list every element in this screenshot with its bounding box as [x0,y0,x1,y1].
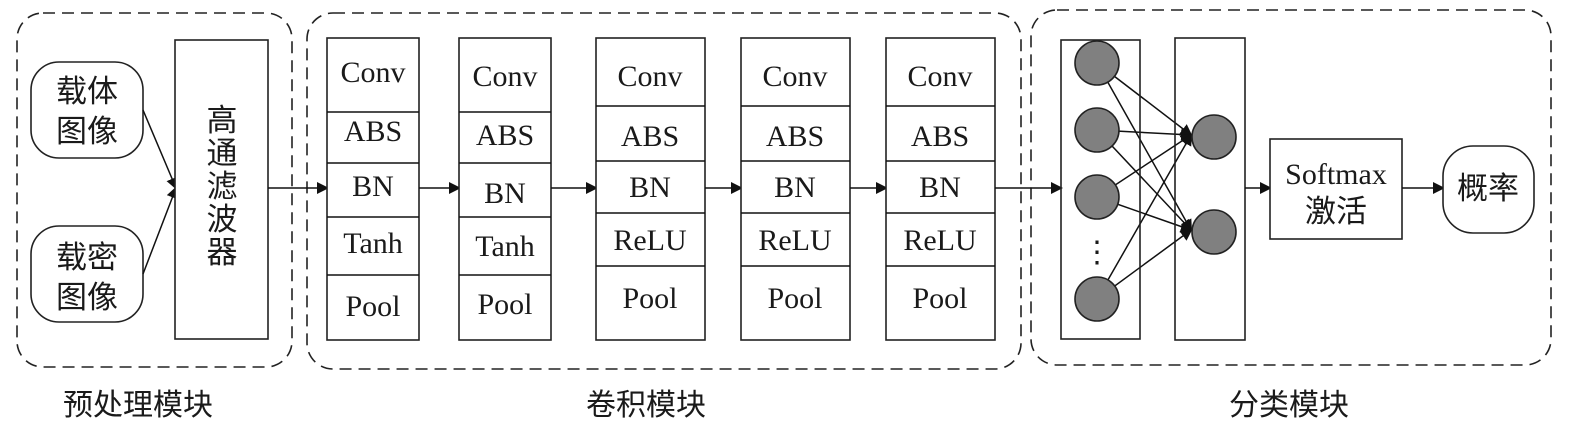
conv2-layer-conv: Conv [472,60,537,93]
filter-char-5: 器 [207,235,238,271]
input-stego-line1: 载密 [56,240,118,276]
input-cover-line2: 图像 [56,114,118,150]
conv-block-5: Conv ABS BN ReLU Pool [885,37,996,341]
input-cover-line1: 载体 [56,74,118,110]
softmax-activation-box: Softmax 激活 [1269,138,1403,240]
conv3-layer-bn: BN [629,171,671,204]
conv3-layer-abs: ABS [621,120,679,153]
conv3-layer-pool: Pool [622,282,677,315]
conv2-layer-activation: Tanh [475,230,535,263]
fc-input-neuron-3 [1074,174,1120,220]
conv3-layer-activation: ReLU [613,224,687,257]
conv4-layer-abs: ABS [766,120,824,153]
fc-input-layer: ⋮ [1060,39,1141,340]
caption-preprocess: 预处理模块 [63,388,213,423]
filter-char-1: 高 [207,103,238,139]
input-stego-image: 载密 图像 [30,225,144,323]
fc-input-neuron-2 [1074,107,1120,153]
conv-block-3: Conv ABS BN ReLU Pool [595,37,706,341]
conv5-layer-bn: BN [919,171,961,204]
probability-output: 概率 [1442,145,1535,234]
conv-block-4: Conv ABS BN ReLU Pool [740,37,851,341]
highpass-filter-box: 高 通 滤 波 器 [174,39,269,340]
activation-label: 激活 [1305,194,1367,230]
conv1-layer-abs: ABS [344,115,402,148]
filter-char-3: 滤 [207,169,238,205]
conv2-layer-bn: BN [484,177,526,210]
input-cover-image: 载体 图像 [30,61,144,159]
conv1-layer-pool: Pool [345,290,400,323]
caption-classify: 分类模块 [1229,388,1349,423]
conv4-layer-activation: ReLU [758,224,832,257]
fc-output-neuron-1 [1191,114,1237,160]
conv5-layer-pool: Pool [912,282,967,315]
filter-char-4: 波 [207,202,238,238]
probability-label: 概率 [1457,171,1519,207]
conv4-layer-bn: BN [774,171,816,204]
conv-module-frame [306,12,1022,370]
conv2-layer-abs: ABS [476,119,534,152]
fc-input-neuron-n [1074,276,1120,322]
conv-block-2: Conv ABS BN Tanh Pool [458,37,552,341]
conv5-layer-activation: ReLU [903,224,977,257]
conv3-layer-conv: Conv [617,60,682,93]
conv1-layer-bn: BN [352,170,394,203]
conv5-layer-conv: Conv [907,60,972,93]
fc-output-layer [1174,37,1246,341]
conv1-layer-conv: Conv [340,56,405,89]
arrow-cover-to-filter [142,109,178,190]
conv5-layer-abs: ABS [911,120,969,153]
fc-ellipsis: ⋮ [1082,236,1112,269]
conv4-layer-conv: Conv [762,60,827,93]
caption-conv: 卷积模块 [586,388,706,423]
fc-output-neuron-2 [1191,209,1237,255]
conv4-layer-pool: Pool [767,282,822,315]
input-stego-line2: 图像 [56,280,118,316]
softmax-label: Softmax [1285,158,1387,191]
conv-block-1: Conv ABS BN Tanh Pool [326,37,420,341]
conv1-layer-activation: Tanh [343,227,403,260]
filter-char-2: 通 [207,136,238,172]
fc-input-neuron-1 [1074,40,1120,86]
arrow-stego-to-filter [142,186,179,275]
conv2-layer-pool: Pool [477,288,532,321]
